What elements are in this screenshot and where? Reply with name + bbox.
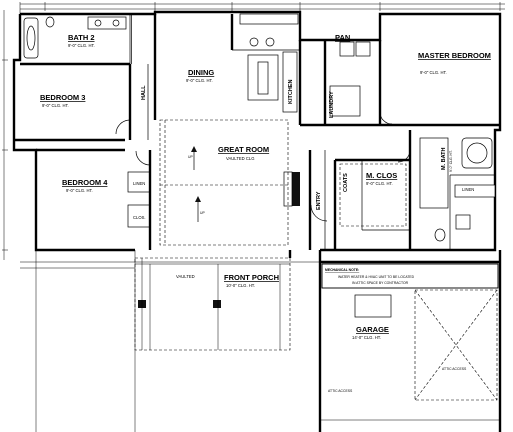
mechanical-note-line1: WATER HEATER & HVAC UNIT TO BE LOCATED bbox=[338, 275, 415, 279]
label-garage: GARAGE bbox=[356, 325, 389, 334]
label-front-porch-ceiling: 10'-0" CLG. HT. bbox=[226, 283, 255, 288]
label-great-room-ceiling: VAULTED CLG bbox=[226, 156, 254, 161]
label-garage-ceiling: 14'-0" CLG. HT. bbox=[352, 335, 381, 340]
label-bedroom3-ceiling: 9'-0" CLG. HT. bbox=[42, 103, 69, 108]
site-lines bbox=[20, 250, 330, 432]
attic-access-note-1: ATTIC ACCESS bbox=[442, 367, 467, 371]
label-porch-vaulted: VAULTED bbox=[176, 274, 195, 279]
attic-access-note-2: ATTIC ACCESS bbox=[328, 389, 353, 393]
front-porch bbox=[134, 257, 291, 351]
label-hall: HALL bbox=[141, 85, 147, 100]
label-front-porch: FRONT PORCH bbox=[224, 273, 279, 282]
up-note-1: UP bbox=[188, 155, 193, 159]
label-m-bath-ceiling: 9'-0" CLG. HT. bbox=[449, 150, 453, 172]
label-master-ceiling: 9'-0" CLG. HT. bbox=[420, 70, 447, 75]
label-bedroom4: BEDROOM 4 bbox=[62, 178, 108, 187]
label-pan: PAN bbox=[335, 33, 350, 42]
room-labels: BATH 2 9'-0" CLG. HT. DINING 9'-0" CLG. … bbox=[40, 33, 491, 340]
label-linen: LINEN bbox=[133, 181, 145, 186]
fixtures bbox=[23, 13, 496, 246]
label-dining: DINING bbox=[188, 68, 214, 77]
up-note-2: UP bbox=[200, 211, 205, 215]
label-master: MASTER BEDROOM bbox=[418, 51, 491, 60]
label-laundry: LAUNDRY bbox=[329, 91, 335, 118]
label-entry: ENTRY bbox=[316, 191, 322, 210]
mechanical-note-title: MECHANICAL NOTE: bbox=[325, 268, 359, 272]
label-m-clos: M. CLOS bbox=[366, 171, 397, 180]
label-kitchen: KITCHEN bbox=[288, 80, 294, 104]
label-bath2-ceiling: 9'-0" CLG. HT. bbox=[68, 43, 95, 48]
left-dimension-lines bbox=[2, 10, 8, 260]
label-m-linen: LINEN bbox=[462, 187, 474, 192]
exterior-walls bbox=[12, 10, 502, 258]
label-bedroom3: BEDROOM 3 bbox=[40, 93, 85, 102]
interior-walls bbox=[14, 14, 500, 250]
label-bath2: BATH 2 bbox=[68, 33, 95, 42]
label-dining-ceiling: 9'-0" CLG. HT. bbox=[186, 78, 213, 83]
top-dimension-lines bbox=[19, 2, 505, 14]
label-m-clos-ceiling: 9'-0" CLG. HT. bbox=[366, 181, 393, 186]
mechanical-note-box bbox=[321, 263, 499, 289]
label-m-bath: M. BATH bbox=[441, 147, 447, 170]
label-bedroom4-ceiling: 9'-0" CLG. HT. bbox=[66, 188, 93, 193]
mechanical-note-line2: IN ATTIC SPACE BY CONTRACTOR bbox=[352, 281, 409, 285]
notes: MECHANICAL NOTE: WATER HEATER & HVAC UNI… bbox=[188, 155, 467, 393]
label-great-room: GREAT ROOM bbox=[218, 145, 269, 154]
label-coats: COATS bbox=[343, 173, 349, 192]
label-clos: CLOS. bbox=[133, 215, 146, 220]
